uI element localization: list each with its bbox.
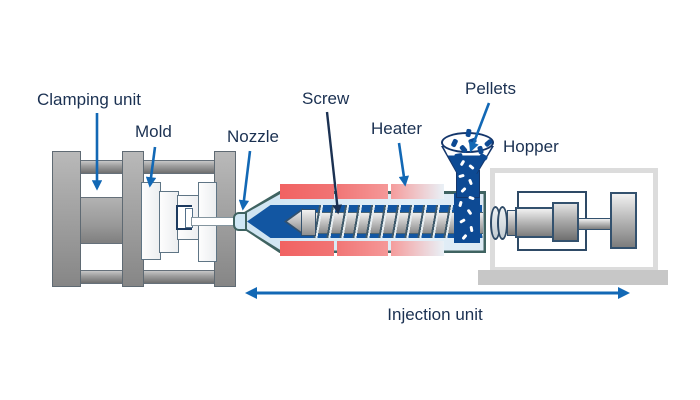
screw-collar bbox=[301, 209, 316, 236]
heater-band bbox=[280, 184, 334, 199]
injection-unit-label: Injection unit bbox=[387, 305, 483, 324]
heater-band bbox=[391, 241, 444, 256]
machine-base bbox=[478, 270, 668, 285]
piston-rod bbox=[578, 218, 614, 230]
heater-band bbox=[280, 241, 334, 256]
nozzle-arrow bbox=[238, 150, 252, 211]
heater-arrow bbox=[397, 142, 410, 187]
mold-label: Mold bbox=[135, 122, 172, 141]
screw-label: Screw bbox=[302, 89, 350, 108]
sprue-channel bbox=[191, 217, 236, 226]
clamping-unit-label: Clamping unit bbox=[37, 90, 141, 109]
tie-bar-bottom bbox=[78, 270, 218, 284]
heater-label: Heater bbox=[371, 119, 423, 138]
clamping-ram bbox=[79, 197, 125, 244]
drive-coupling bbox=[515, 207, 554, 238]
nozzle-label: Nozzle bbox=[227, 127, 279, 146]
piston-block bbox=[552, 202, 579, 242]
hopper-label: Hopper bbox=[503, 137, 559, 156]
mold-plate-moving bbox=[141, 182, 161, 260]
end-cap bbox=[610, 192, 637, 249]
nozzle-tip bbox=[233, 212, 247, 231]
heater-band bbox=[337, 184, 388, 199]
screw-coil bbox=[497, 206, 508, 240]
pellets-label: Pellets bbox=[465, 79, 517, 98]
tie-bar-top bbox=[78, 160, 218, 174]
heater-band bbox=[391, 184, 444, 199]
heater-band bbox=[337, 241, 388, 256]
clamp-end-plate bbox=[52, 151, 81, 287]
